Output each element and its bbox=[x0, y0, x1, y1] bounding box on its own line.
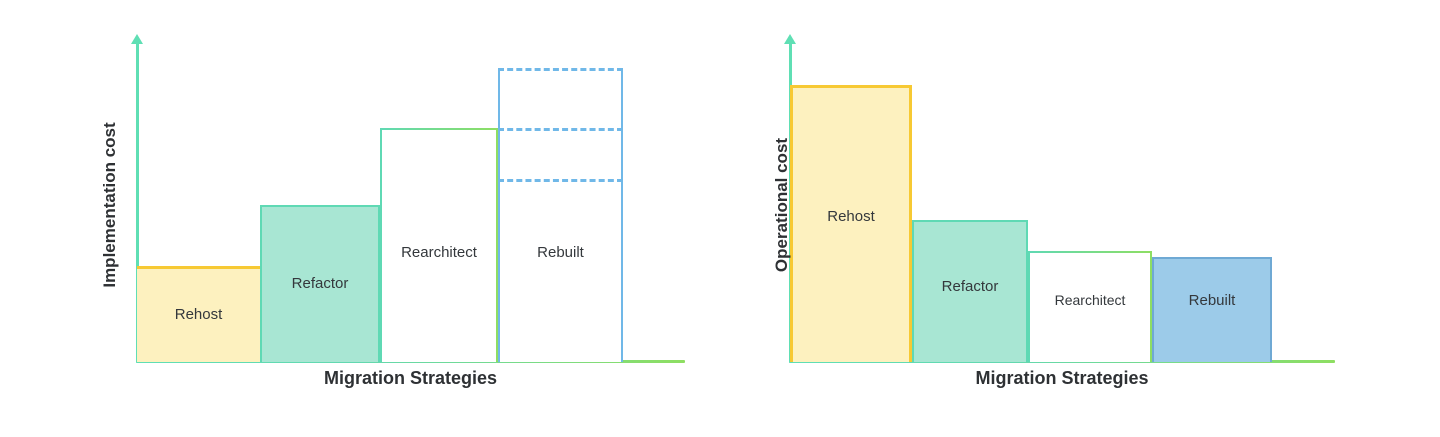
chart-operational-cost: Rehost Refactor Rearchitect Rebuilt Oper… bbox=[720, 0, 1440, 437]
bar-rearchitect-right-edge bbox=[1150, 251, 1152, 362]
bar-label-rehost: Rehost bbox=[827, 208, 875, 225]
bar-rearchitect-top-edge bbox=[380, 128, 498, 130]
bar-label-rebuilt: Rebuilt bbox=[537, 244, 584, 261]
y-axis-arrow-icon bbox=[784, 34, 796, 44]
bar-rebuilt-dash-middle bbox=[498, 128, 623, 131]
bar-rebuilt-right-edge bbox=[621, 68, 623, 362]
bar-rearchitect-left-edge bbox=[380, 128, 382, 362]
chart-implementation-cost: Rehost Refactor Rearchitect Rebuilt Impl… bbox=[100, 34, 685, 388]
bar-label-rearchitect: Rearchitect bbox=[1054, 292, 1126, 308]
x-axis-title: Migration Strategies bbox=[975, 368, 1149, 388]
bar-label-refactor: Refactor bbox=[941, 278, 999, 295]
bar-refactor[interactable] bbox=[260, 205, 380, 362]
bar-rebuilt-left-edge bbox=[498, 68, 500, 362]
bar-label-rehost: Rehost bbox=[174, 306, 223, 323]
bar-rearchitect-right-edge bbox=[496, 128, 498, 362]
bar-rehost[interactable] bbox=[790, 85, 912, 362]
bar-rebuilt-dash-lower bbox=[498, 179, 623, 182]
y-axis-arrow-icon bbox=[131, 34, 143, 44]
y-axis-title: Implementation cost bbox=[100, 122, 119, 288]
bar-rearchitect[interactable] bbox=[1028, 251, 1152, 362]
bar-rehost[interactable] bbox=[137, 266, 260, 362]
x-axis-title: Migration Strategies bbox=[323, 368, 498, 388]
bar-label-refactor: Refactor bbox=[291, 275, 349, 292]
bar-rebuilt[interactable] bbox=[498, 68, 623, 362]
bar-label-rebuilt: Rebuilt bbox=[1188, 292, 1236, 309]
y-axis-line bbox=[136, 43, 139, 363]
bar-rearchitect-top-edge bbox=[1028, 251, 1152, 253]
bar-rebuilt[interactable] bbox=[1152, 257, 1272, 362]
bar-rearchitect-left-edge bbox=[1028, 251, 1030, 362]
bar-rearchitect[interactable] bbox=[380, 128, 498, 362]
bar-refactor[interactable] bbox=[912, 220, 1028, 362]
y-axis-title: Operational cost bbox=[772, 137, 791, 273]
bar-label-rearchitect: Rearchitect bbox=[401, 244, 477, 261]
bar-rebuilt-dash-top bbox=[498, 68, 623, 71]
